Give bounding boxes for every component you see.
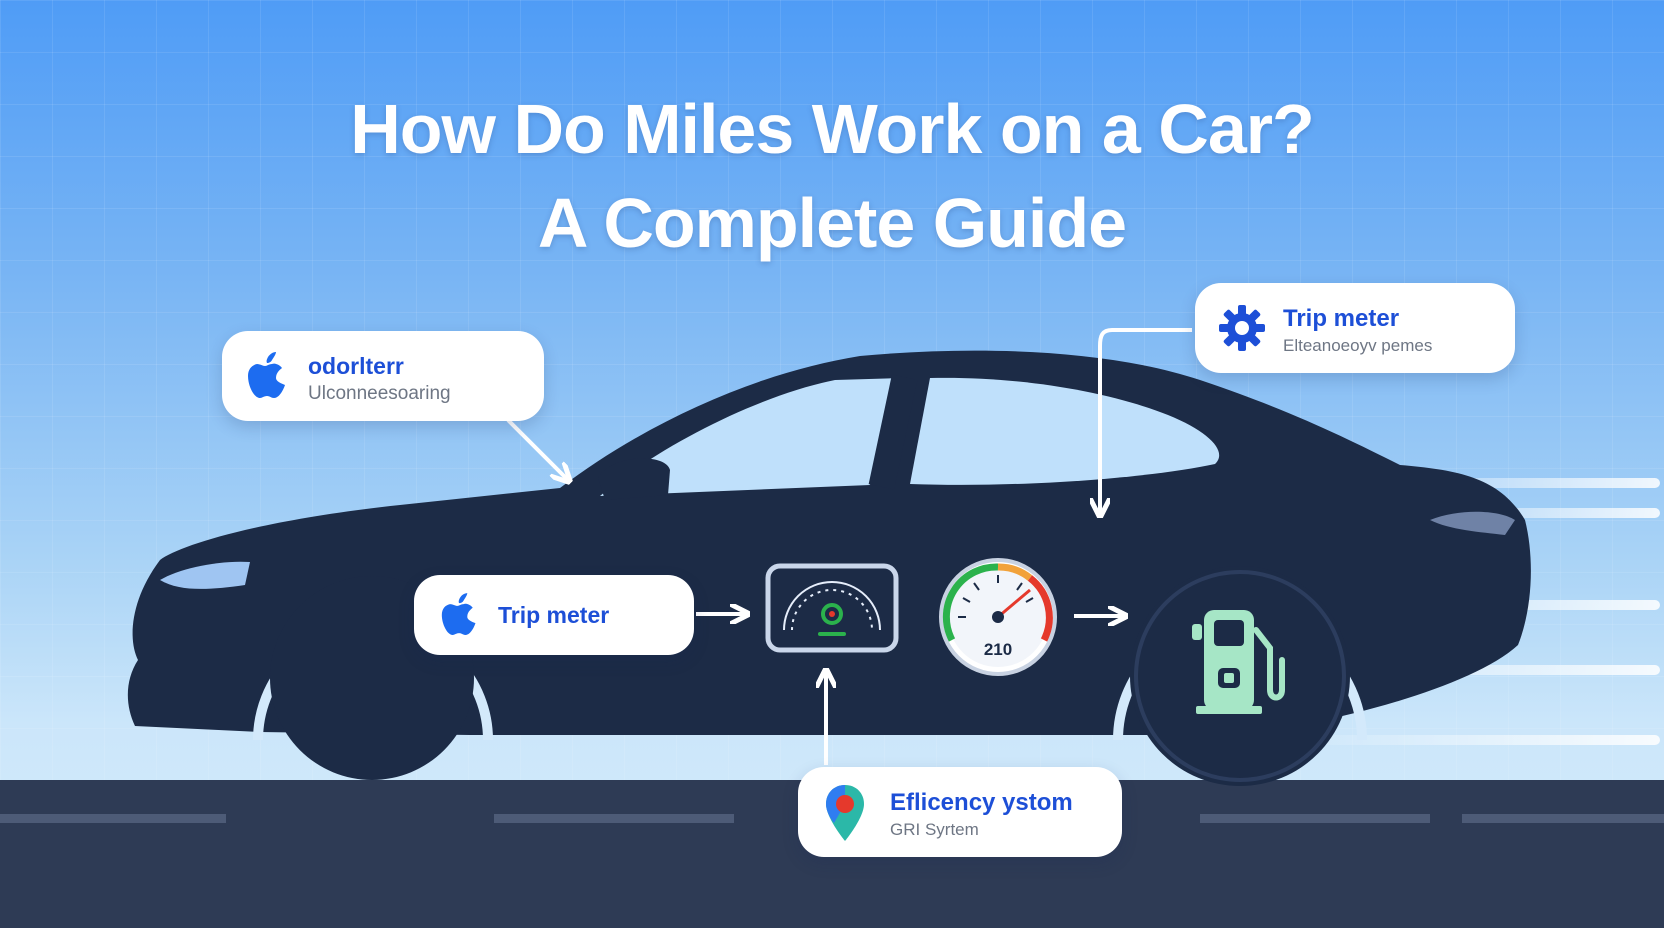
title-line-2: A Complete Guide [537, 184, 1127, 262]
lane-marking [1200, 814, 1430, 823]
arrow-odometer [506, 418, 568, 480]
callout-trip-top-title: Trip meter [1283, 305, 1400, 332]
arrow-trip-top [1100, 328, 1192, 514]
speed-line [1280, 735, 1660, 745]
callout-efficiency-subtitle: GRI Syrtem [890, 820, 979, 839]
front-wheel-ring [1134, 570, 1346, 782]
callout-odometer: odorlterr Ulconneesoaring [222, 331, 544, 421]
lane-marking [494, 814, 734, 823]
fuel-pump-icon [1192, 610, 1285, 714]
side-mirror [598, 458, 670, 500]
window-pillar [868, 374, 918, 490]
cluster-bar [818, 632, 846, 636]
headlight [160, 561, 250, 589]
callout-trip-mid-title: Trip meter [498, 602, 610, 628]
callout-trip-meter-top: Trip meter Elteanoeoyv pemes [1195, 283, 1515, 373]
speedometer-gauge [939, 558, 1057, 676]
callout-trip-top-subtitle: Elteanoeoyv pemes [1283, 336, 1433, 355]
rear-window [600, 378, 903, 496]
callout-odometer-subtitle: Ulconneesoaring [308, 383, 451, 404]
map-pin-icon [826, 785, 864, 841]
callout-trip-meter-mid: Trip meter [414, 575, 694, 655]
tail-light [1430, 511, 1515, 535]
callout-efficiency-title: Eflicency ystom [890, 789, 1073, 816]
dashboard-cluster [765, 563, 899, 653]
apple-icon [441, 593, 476, 635]
cluster-dials [783, 581, 881, 631]
title-line-1: How Do Miles Work on a Car? [350, 90, 1315, 168]
gauge-label: 210 [983, 640, 1013, 659]
cluster-indicator [821, 603, 843, 625]
speed-line [1350, 478, 1660, 488]
lane-marking [0, 814, 226, 823]
apple-icon [248, 352, 285, 398]
front-window [910, 377, 1220, 485]
callout-odometer-title: odorlterr [308, 353, 404, 379]
page-title: How Do Miles Work on a Car? A Complete G… [0, 82, 1664, 270]
lane-marking [1462, 814, 1664, 823]
gear-icon [1219, 305, 1265, 351]
callout-efficiency: Eflicency ystom GRI Syrtem [798, 767, 1122, 857]
